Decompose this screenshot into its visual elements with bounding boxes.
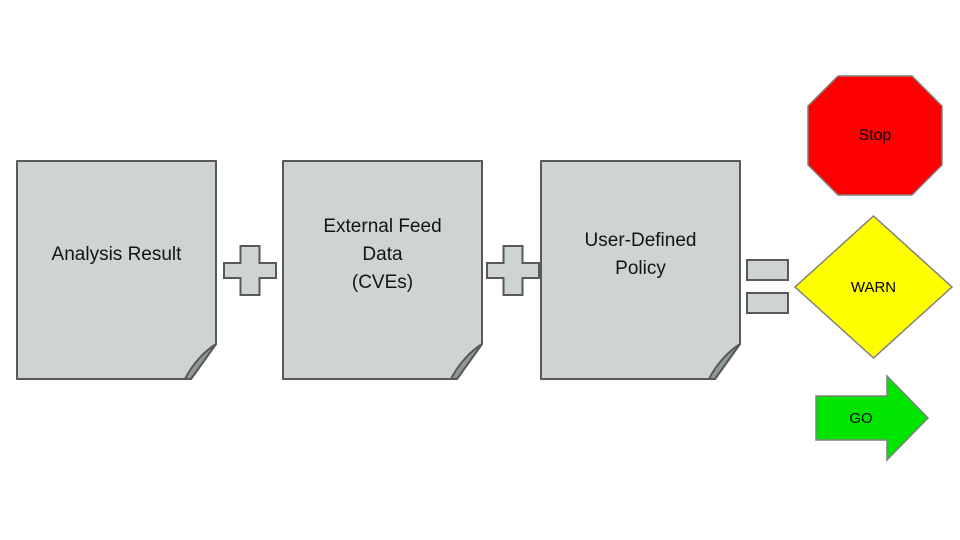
document-label: Analysis Result [51,244,182,265]
document-external-feed-data: External Feed Data (CVEs) [282,160,483,380]
equals-operator [746,259,789,314]
folded-corner-icon [184,343,217,380]
plus-icon [486,245,540,296]
plus-icon [223,245,277,296]
go-label: GO [849,409,873,427]
document-label: User-Defined Policy [584,230,697,279]
output-warn-sign: WARN [793,214,954,360]
stop-octagon-icon [807,75,943,196]
document-label: External Feed Data (CVEs) [323,216,442,293]
warn-label: WARN [850,278,897,296]
document-user-defined-policy: User-Defined Policy [540,160,741,380]
stop-label: Stop [858,126,892,144]
equals-bar-top-icon [746,259,789,281]
folded-corner-icon [450,343,483,380]
warn-diamond-icon [793,214,954,360]
equals-bar-bottom-icon [746,292,789,314]
output-go-sign: GO [815,374,930,462]
folded-corner-icon [708,343,741,380]
document-analysis-result: Analysis Result [16,160,217,380]
go-arrow-right-icon [815,374,930,462]
plus-operator-1 [223,245,277,296]
output-stop-sign: Stop [807,75,943,196]
plus-operator-2 [486,245,540,296]
